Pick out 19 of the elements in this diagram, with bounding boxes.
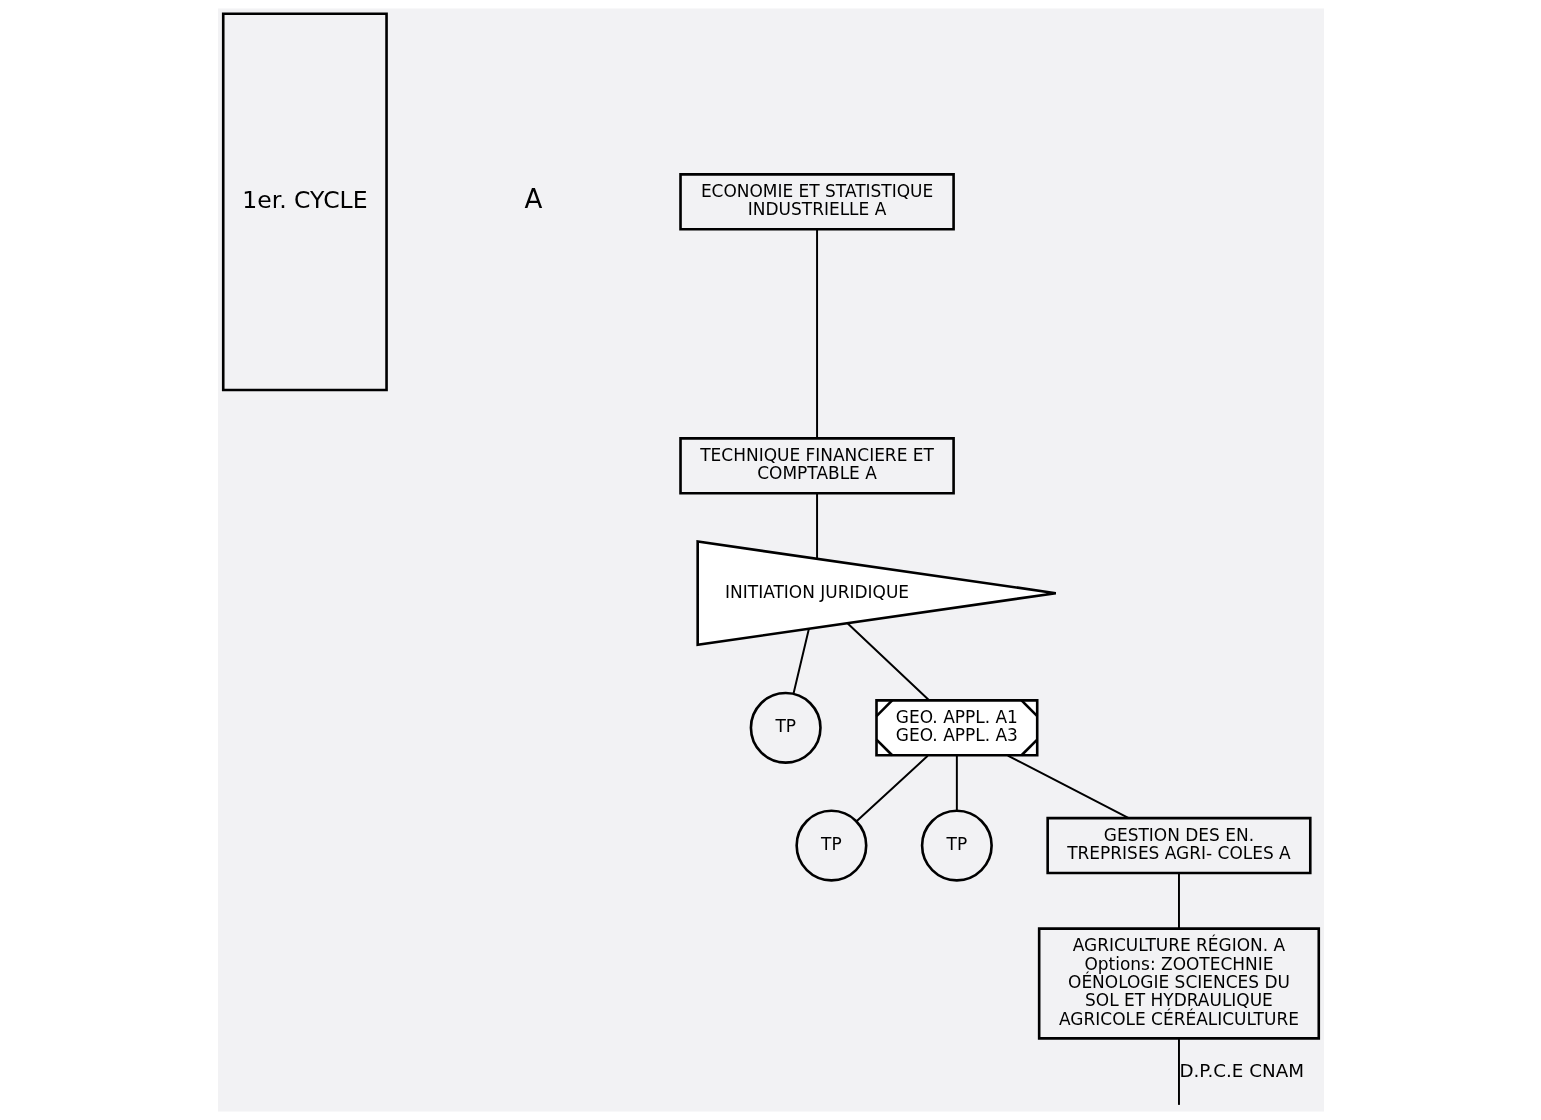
edge-label: D.P.C.E CNAM [1178,1059,1304,1081]
connector [846,622,930,702]
connector [1006,754,1129,819]
connector [815,228,818,440]
node-box: AGRICULTURE RÉGION. A Options: ZOOTECHNIE OÉNOLOGIE SCIENCES DU SOL ET HYDRAULIQUE AGRICOLE CÉRÉALICULTURE [1037,927,1320,1040]
node-circle: TP [749,691,822,764]
connector [855,754,929,823]
node-circle: TP [794,809,867,882]
connector [1177,1037,1180,1106]
connector [955,754,958,812]
connector [1177,872,1180,930]
node-box: GESTION DES EN. TREPRISES AGRI- COLES A [1045,816,1312,875]
connector [792,627,810,695]
node-circle: TP [920,809,993,882]
label: A [524,184,542,215]
node-box: 1er. CYCLE [221,12,388,392]
node-box: ECONOMIE ET STATISTIQUE INDUSTRIELLE A [678,173,955,231]
node-box: TECHNIQUE FINANCIERE ET COMPTABLE A [678,437,955,495]
connector [815,492,818,560]
